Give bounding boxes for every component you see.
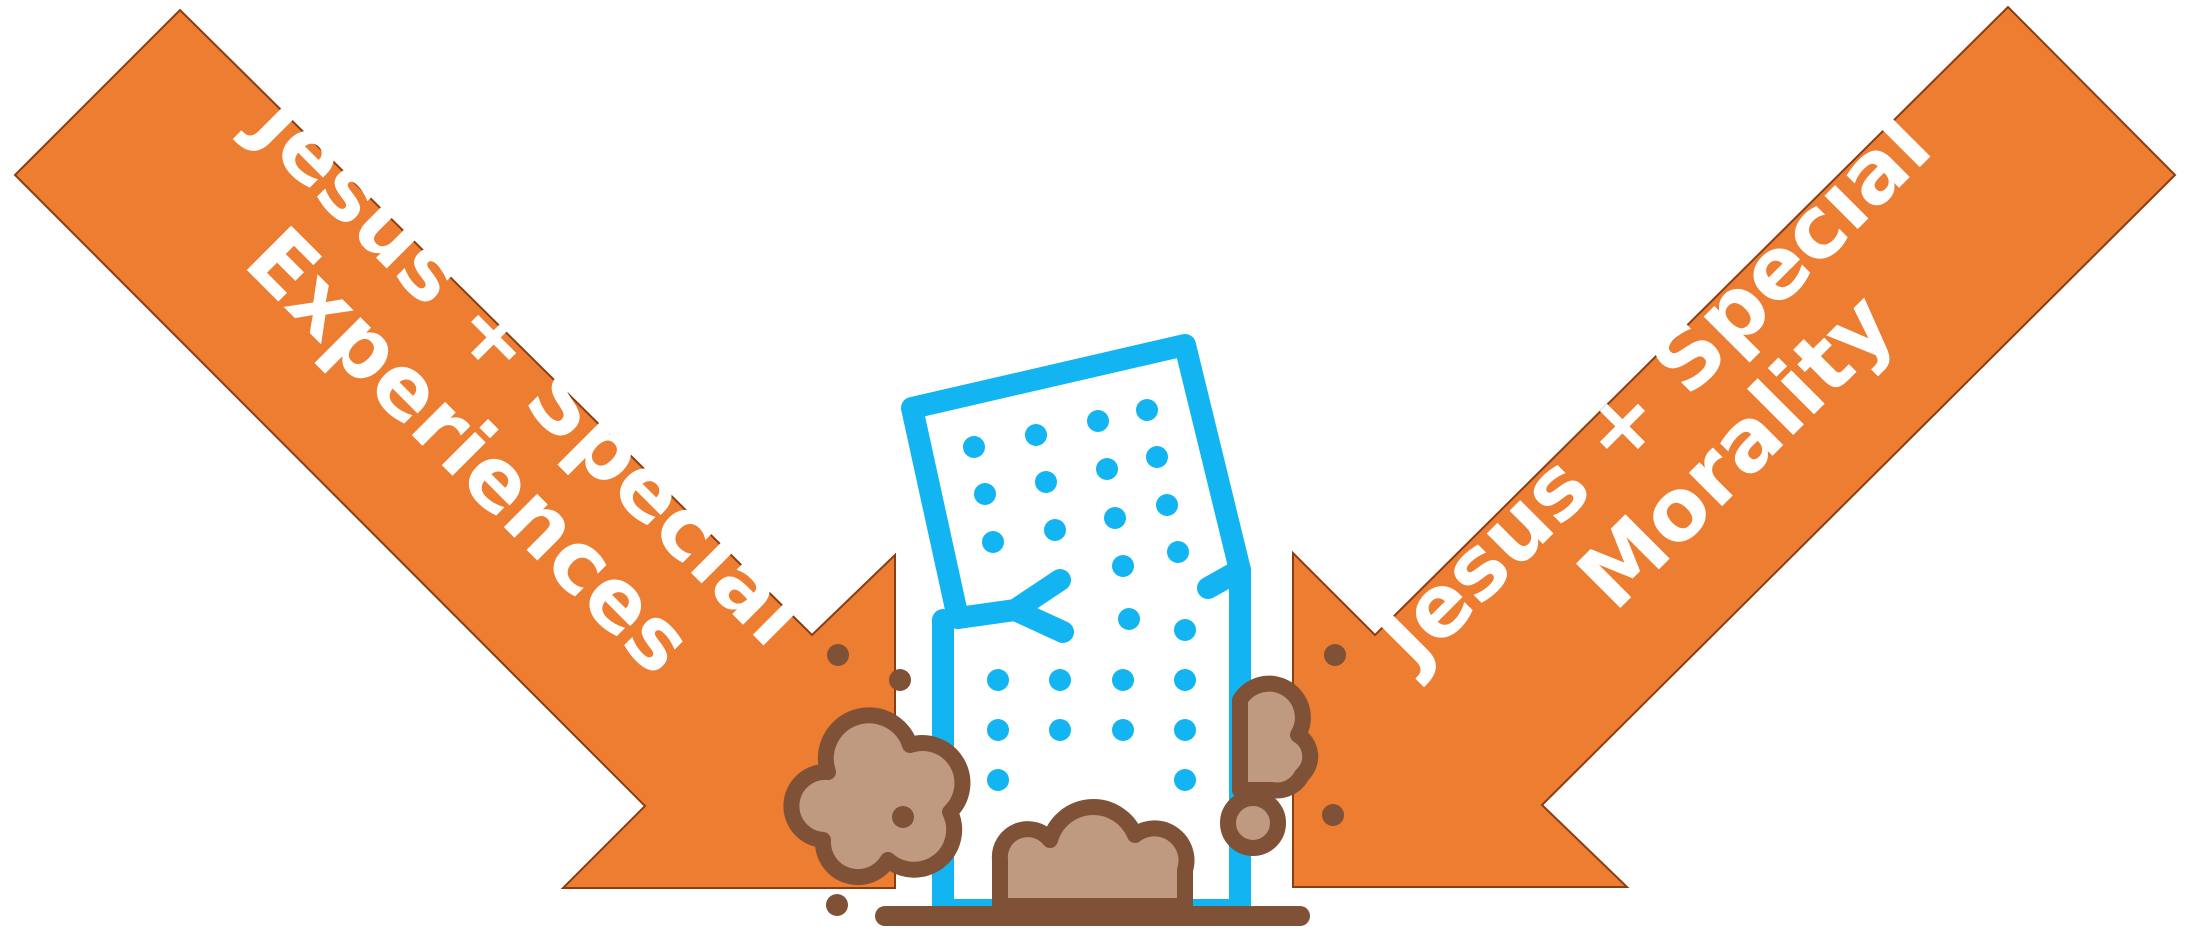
right-dust-puff <box>1228 798 1278 848</box>
center-dust-cloud <box>1000 807 1187 906</box>
right-dust-cloud <box>1240 684 1310 791</box>
right-arrow-label: Jesus + Special Morality <box>1356 75 2042 761</box>
left-arrow: Jesus + Special Experiences <box>15 10 895 888</box>
right-arrow: Jesus + Special Morality <box>1293 7 2175 887</box>
lower-windows <box>987 669 1196 791</box>
building-upper-section <box>912 345 1240 618</box>
